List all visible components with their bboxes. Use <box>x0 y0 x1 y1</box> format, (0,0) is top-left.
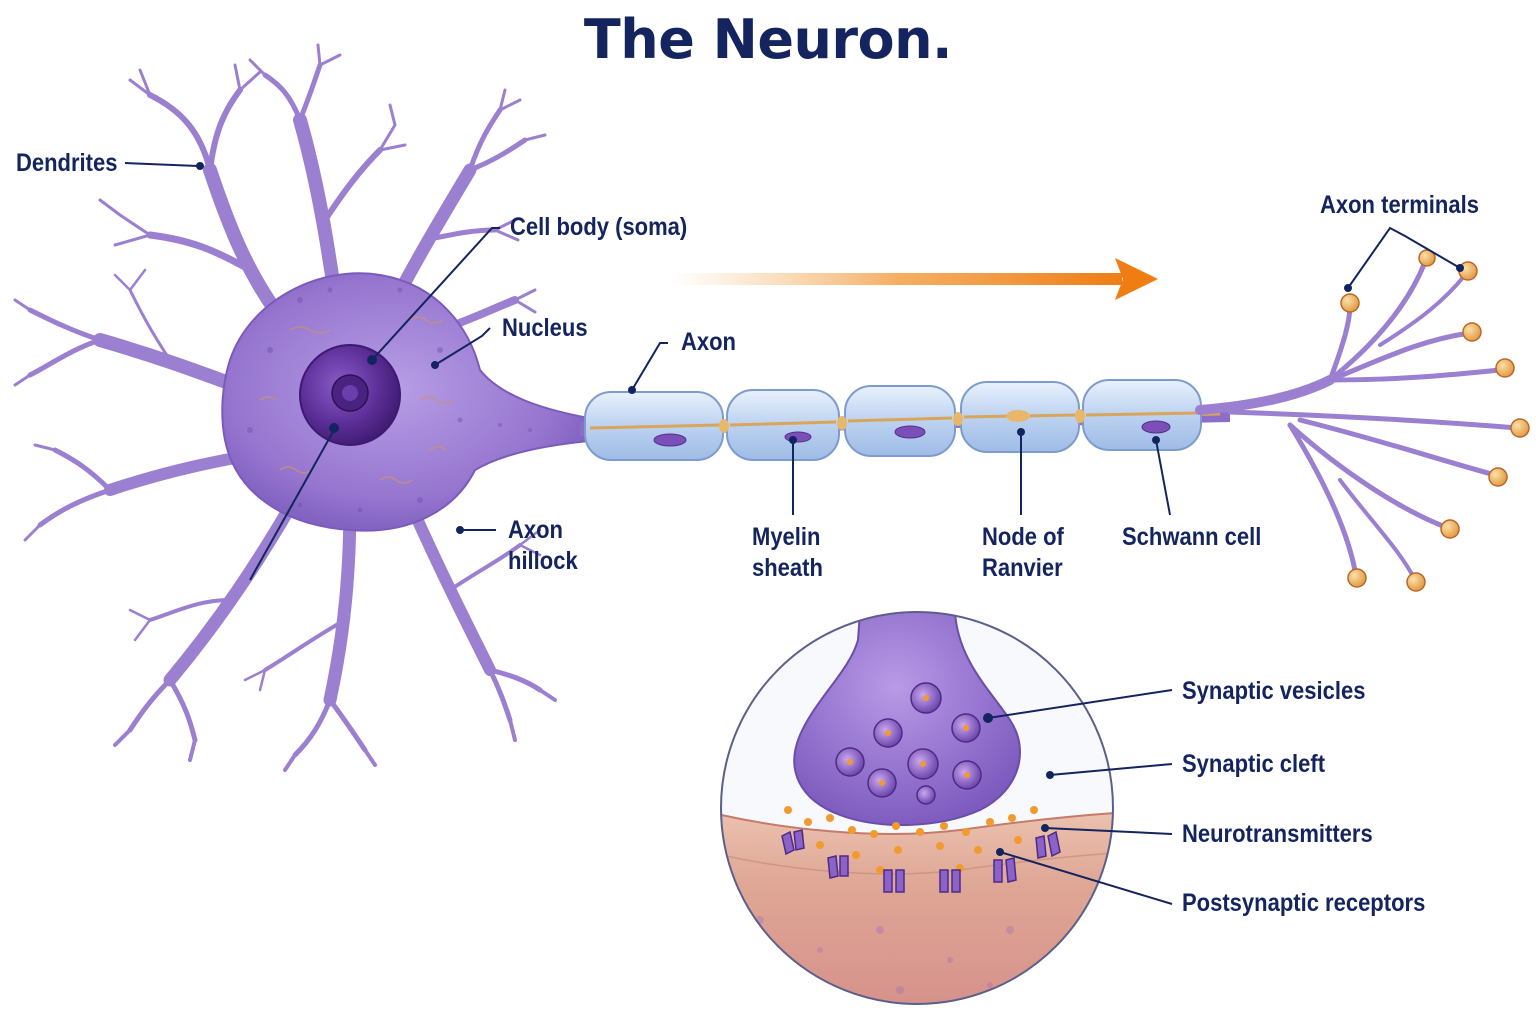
orange-arrow-right-icon <box>672 258 1158 300</box>
label-postsynaptic-receptors: Postsynaptic receptors <box>1182 889 1426 917</box>
label-nucleus: Nucleus <box>502 314 588 342</box>
myelin-sheath <box>584 379 1202 461</box>
label-node-line1: Node of <box>982 523 1064 551</box>
synapse-inset <box>720 611 1114 1005</box>
leader-lines <box>124 162 1464 905</box>
label-schwann-cell: Schwann cell <box>1122 523 1262 551</box>
postsynaptic-receptors <box>781 829 1061 893</box>
label-axon-terminals: Axon terminals <box>1320 191 1479 219</box>
label-dendrites: Dendrites <box>16 149 118 177</box>
label-axon: Axon <box>681 328 736 356</box>
label-synaptic-cleft: Synaptic cleft <box>1182 750 1326 778</box>
synaptic-vesicles <box>835 682 982 805</box>
label-myelin-line2: sheath <box>752 554 823 582</box>
axon-terminals <box>1195 259 1521 582</box>
cell-body <box>221 272 601 532</box>
label-myelin-line1: Myelin <box>752 523 821 551</box>
label-synaptic-vesicles: Synaptic vesicles <box>1182 677 1366 705</box>
label-cell-body: Cell body (soma) <box>510 213 688 241</box>
label-axon-hillock-line1: Axon <box>508 516 563 544</box>
label-node-line2: Ranvier <box>982 554 1063 582</box>
label-axon-hillock-line2: hillock <box>508 547 578 575</box>
nucleus <box>299 344 401 446</box>
page-title: The Neuron. <box>583 8 953 71</box>
label-neurotransmitters: Neurotransmitters <box>1182 820 1373 848</box>
